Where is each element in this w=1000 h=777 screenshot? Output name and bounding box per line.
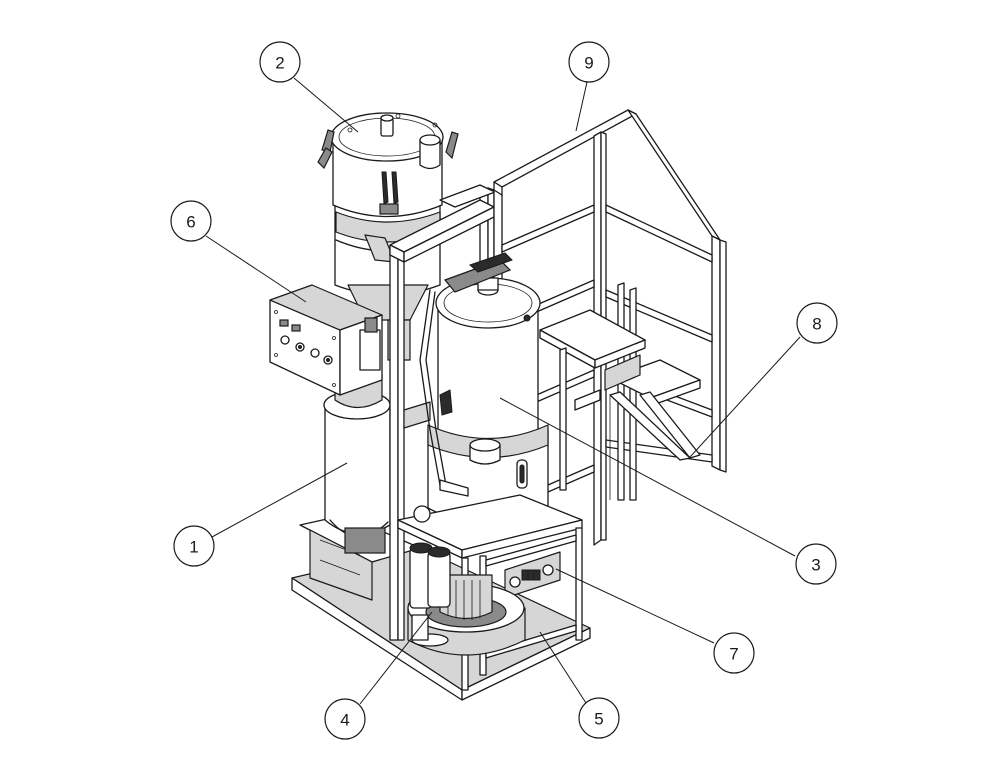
- callout-2: 2: [259, 41, 301, 83]
- callout-9: 9: [568, 41, 610, 83]
- callout-5-label: 5: [594, 710, 603, 729]
- callout-1: 1: [173, 525, 215, 567]
- callout-6: 6: [170, 200, 212, 242]
- callout-3: 3: [795, 543, 837, 585]
- callout-5: 5: [578, 697, 620, 739]
- leader-9: [575, 81, 588, 132]
- leader-lines: [205, 77, 801, 705]
- callout-2-label: 2: [275, 54, 284, 73]
- upper-hopper-2: [317, 112, 459, 321]
- callout-6-label: 6: [186, 213, 195, 232]
- callout-7: 7: [713, 632, 755, 674]
- callout-7-label: 7: [729, 645, 738, 664]
- leader-3: [499, 397, 796, 557]
- middle-hopper-3: [419, 252, 549, 525]
- leader-8: [689, 336, 801, 458]
- callout-4-label: 4: [340, 711, 349, 730]
- callout-4: 4: [324, 698, 366, 740]
- leader-1: [211, 462, 348, 538]
- leader-7: [555, 568, 715, 644]
- leader-5: [539, 631, 587, 704]
- callout-8-label: 8: [812, 315, 821, 334]
- callout-8: 8: [796, 302, 838, 344]
- callout-9-label: 9: [584, 54, 593, 73]
- callout-3-label: 3: [811, 556, 820, 575]
- steps-8: [539, 309, 701, 500]
- leader-6: [205, 235, 307, 303]
- leader-4: [359, 611, 433, 705]
- callout-1-label: 1: [189, 538, 198, 557]
- pump-motor-4: [407, 542, 526, 656]
- leader-2: [293, 77, 359, 133]
